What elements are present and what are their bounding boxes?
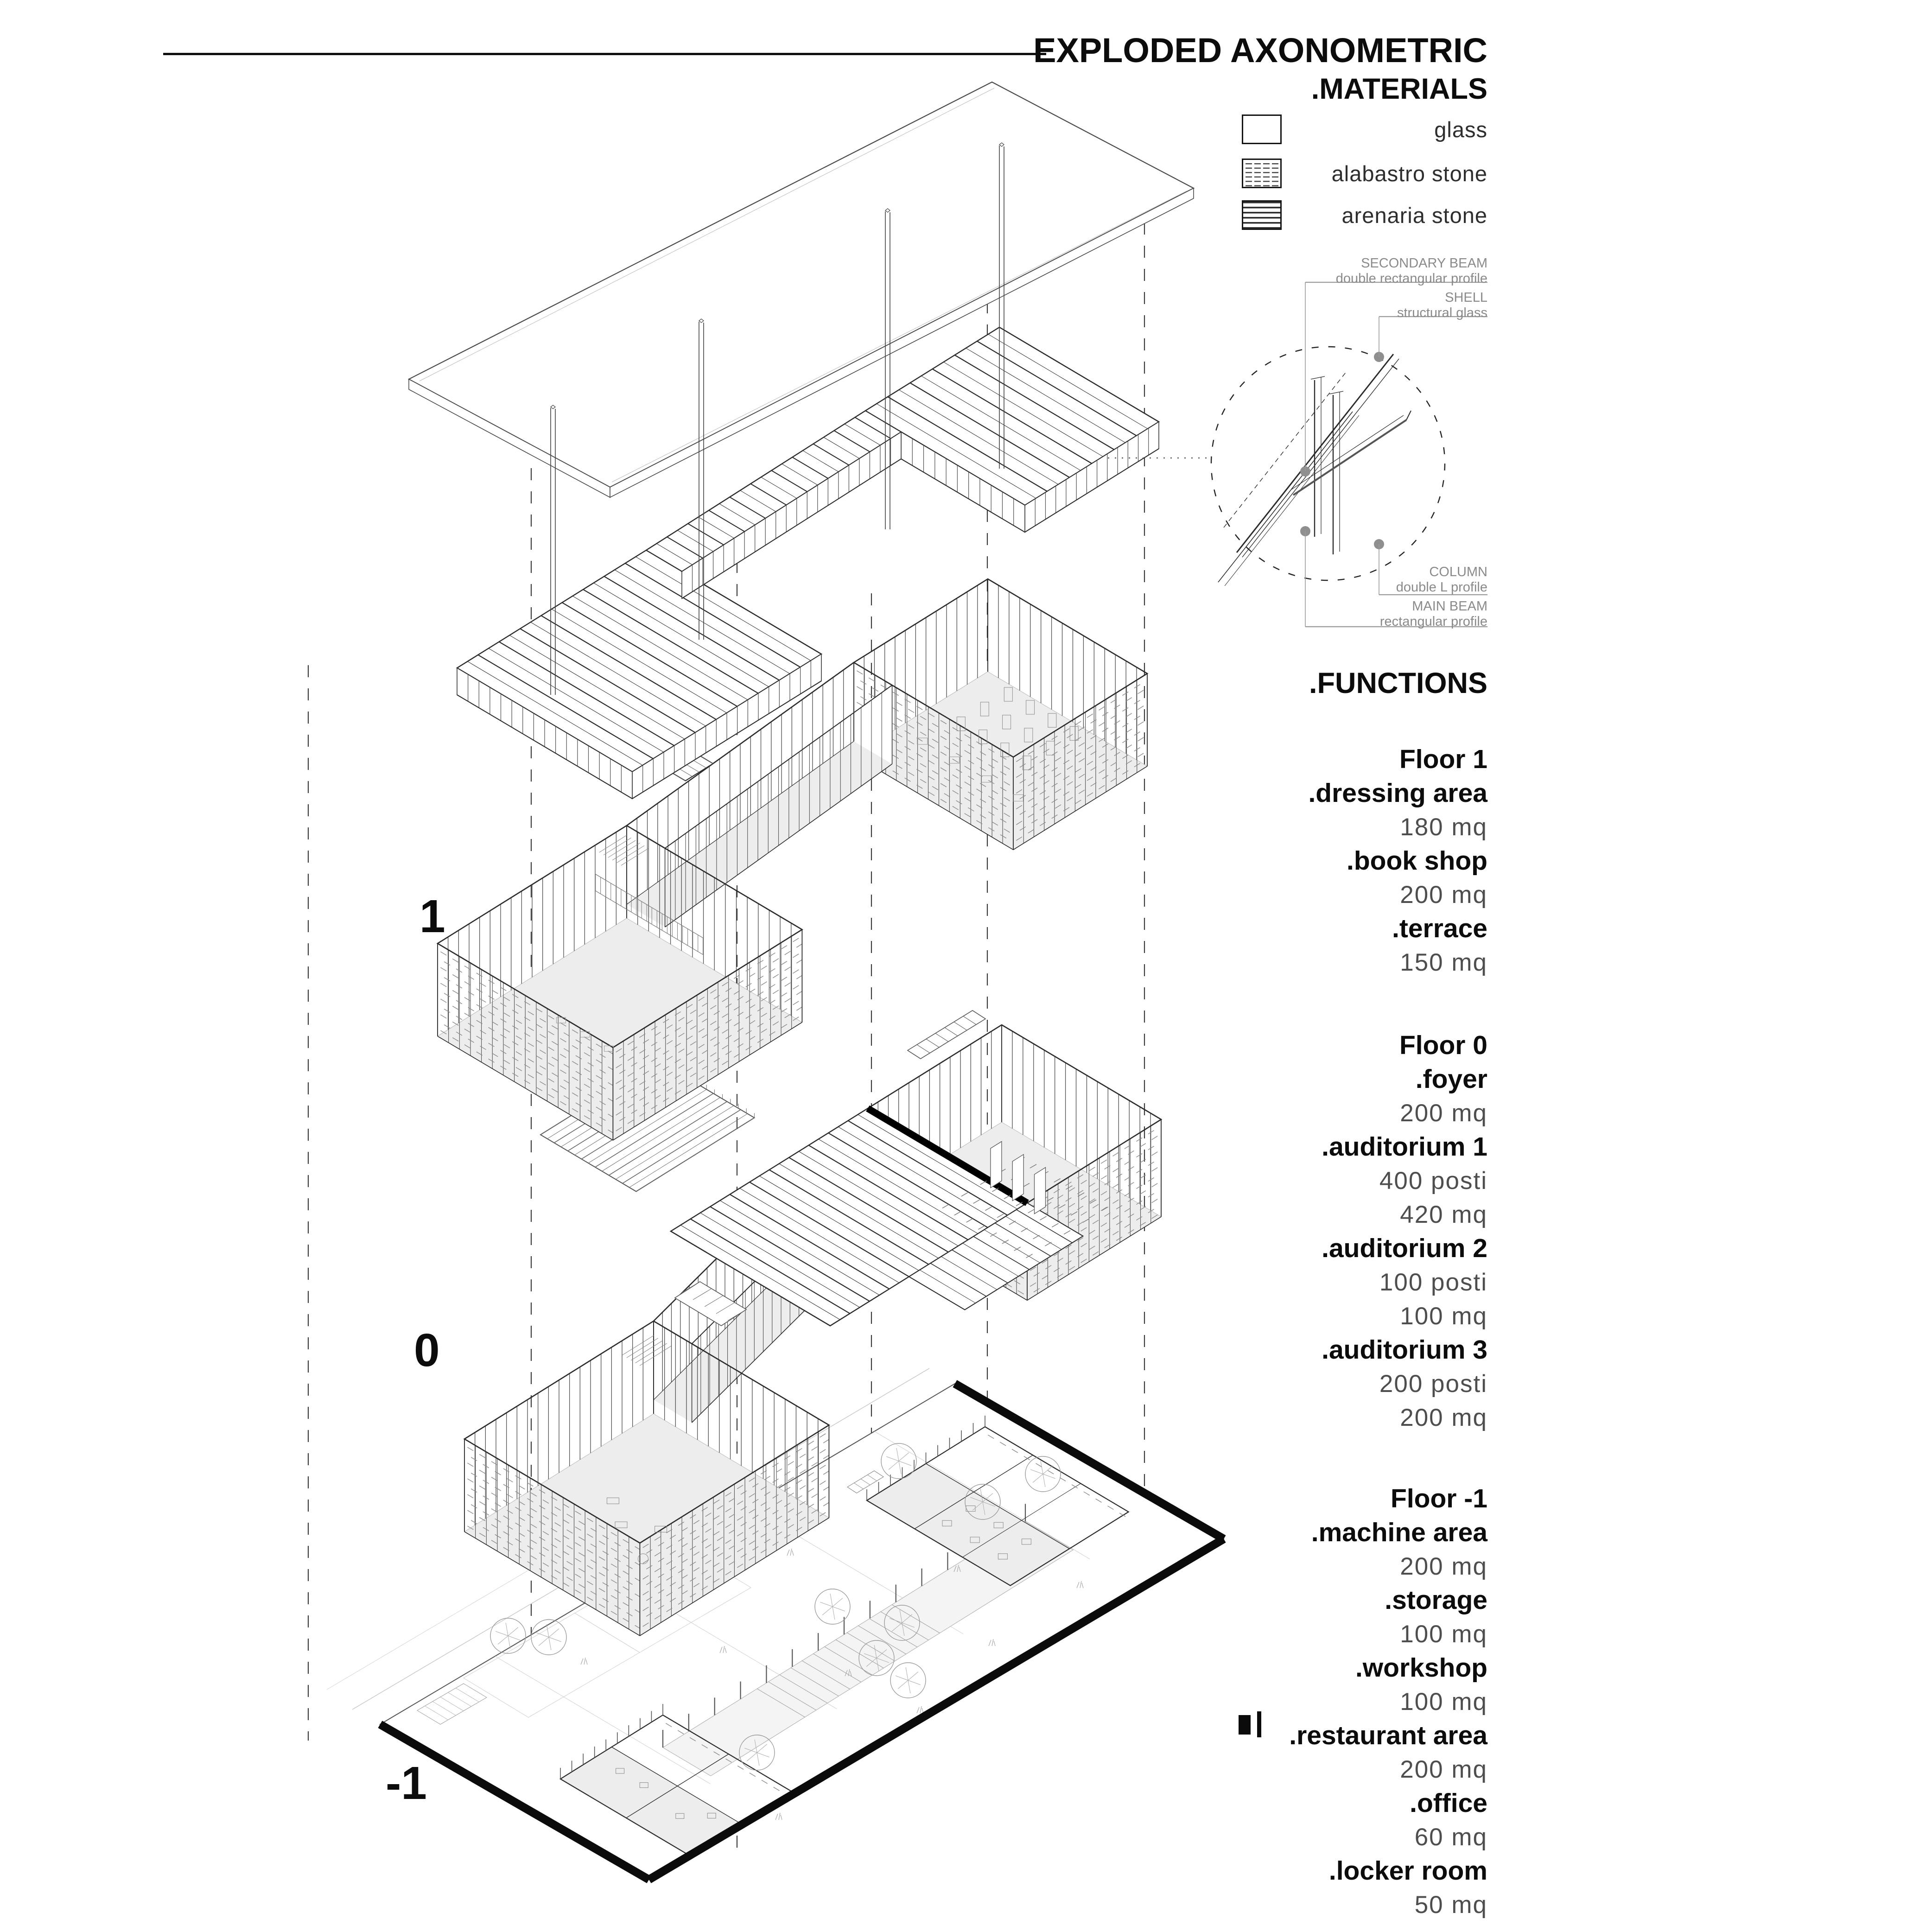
room-value: 200 mq <box>1400 1756 1487 1783</box>
construction-detail-callout <box>1108 281 1487 628</box>
room-label: .machine area <box>1311 1518 1487 1547</box>
callout-name: COLUMN <box>1429 565 1487 579</box>
floor-minus1-drawing <box>326 1368 1261 1883</box>
room-label: .office <box>1410 1788 1487 1818</box>
callout-shell: SHELL structural glass <box>1397 290 1487 321</box>
callout-name: MAIN BEAM <box>1412 599 1487 614</box>
room-value: 420 mq <box>1400 1201 1487 1228</box>
room-value: 100 posti <box>1379 1269 1487 1296</box>
legend-label-glass: glass <box>1434 117 1487 142</box>
legend-label-arenaria: arenaria stone <box>1341 203 1487 228</box>
room-label: .foyer <box>1415 1064 1487 1094</box>
roof-beam-structure-drawing <box>456 326 1160 800</box>
callout-name: SHELL <box>1445 290 1487 305</box>
room-label: .terrace <box>1392 914 1487 943</box>
room-value: 200 mq <box>1400 881 1487 909</box>
room-label: .locker room <box>1328 1856 1487 1886</box>
room-value: 200 mq <box>1400 1553 1487 1580</box>
callout-spec: structural glass <box>1397 305 1487 320</box>
room-label: .dressing area <box>1308 778 1487 808</box>
functions-heading: .FUNCTIONS <box>1309 667 1487 699</box>
room-label: .auditorium 2 <box>1322 1233 1487 1263</box>
callout-spec: double rectangular profile <box>1335 271 1487 286</box>
floor-0-program-list: Floor 0 .foyer 200 mq .auditorium 1 400 … <box>1322 1029 1487 1435</box>
callout-spec: double L profile <box>1396 580 1487 595</box>
room-value: 200 posti <box>1379 1370 1487 1398</box>
room-value: 100 mq <box>1400 1688 1487 1716</box>
callout-spec: rectangular profile <box>1379 614 1487 629</box>
callout-secondary-beam: SECONDARY BEAM double rectangular profil… <box>1336 256 1487 286</box>
callout-name: SECONDARY BEAM <box>1361 256 1487 271</box>
floor-name: Floor -1 <box>1391 1484 1487 1513</box>
floor-0-drawing <box>463 1010 1163 1636</box>
legend-label-alabastro: alabastro stone <box>1331 161 1487 186</box>
title-underline <box>163 53 1046 55</box>
floor-name: Floor 0 <box>1399 1030 1487 1060</box>
room-value: 180 mq <box>1400 813 1487 841</box>
room-label: .restaurant area <box>1289 1721 1487 1750</box>
floor-minus1-program-list: Floor -1 .machine area 200 mq .storage 1… <box>1289 1482 1487 1922</box>
materials-heading: .MATERIALS <box>1311 73 1487 105</box>
room-label: .auditorium 1 <box>1322 1132 1487 1162</box>
page-title: EXPLODED AXONOMETRIC <box>1033 31 1487 70</box>
room-value: 60 mq <box>1414 1824 1487 1851</box>
room-label: .book shop <box>1347 846 1487 876</box>
floor-1-marker: 1 <box>419 890 445 942</box>
room-value: 100 mq <box>1400 1621 1487 1648</box>
room-label: .auditorium 3 <box>1322 1335 1487 1365</box>
floor-minus1-marker: -1 <box>386 1757 427 1809</box>
floor-1-program-list: Floor 1 .dressing area 180 mq .book shop… <box>1308 743 1487 979</box>
alabastro-stone-swatch-icon <box>1242 159 1282 188</box>
room-label: .workshop <box>1355 1653 1487 1683</box>
callout-main-beam: MAIN BEAM rectangular profile <box>1380 599 1487 629</box>
room-value: 150 mq <box>1400 949 1487 976</box>
room-value: 50 mq <box>1414 1891 1487 1919</box>
glass-roof-drawing <box>407 81 1195 695</box>
room-value: 400 posti <box>1379 1167 1487 1195</box>
room-label: .storage <box>1385 1585 1487 1615</box>
floor-name: Floor 1 <box>1399 744 1487 774</box>
room-value: 200 mq <box>1400 1404 1487 1431</box>
arenaria-stone-swatch-icon <box>1242 200 1282 230</box>
floor-1-drawing <box>436 578 1149 1141</box>
room-value: 200 mq <box>1400 1099 1487 1127</box>
glass-swatch-icon <box>1242 114 1282 144</box>
callout-column: COLUMN double L profile <box>1396 565 1487 595</box>
floor-0-marker: 0 <box>414 1324 440 1376</box>
room-value: 100 mq <box>1400 1303 1487 1330</box>
